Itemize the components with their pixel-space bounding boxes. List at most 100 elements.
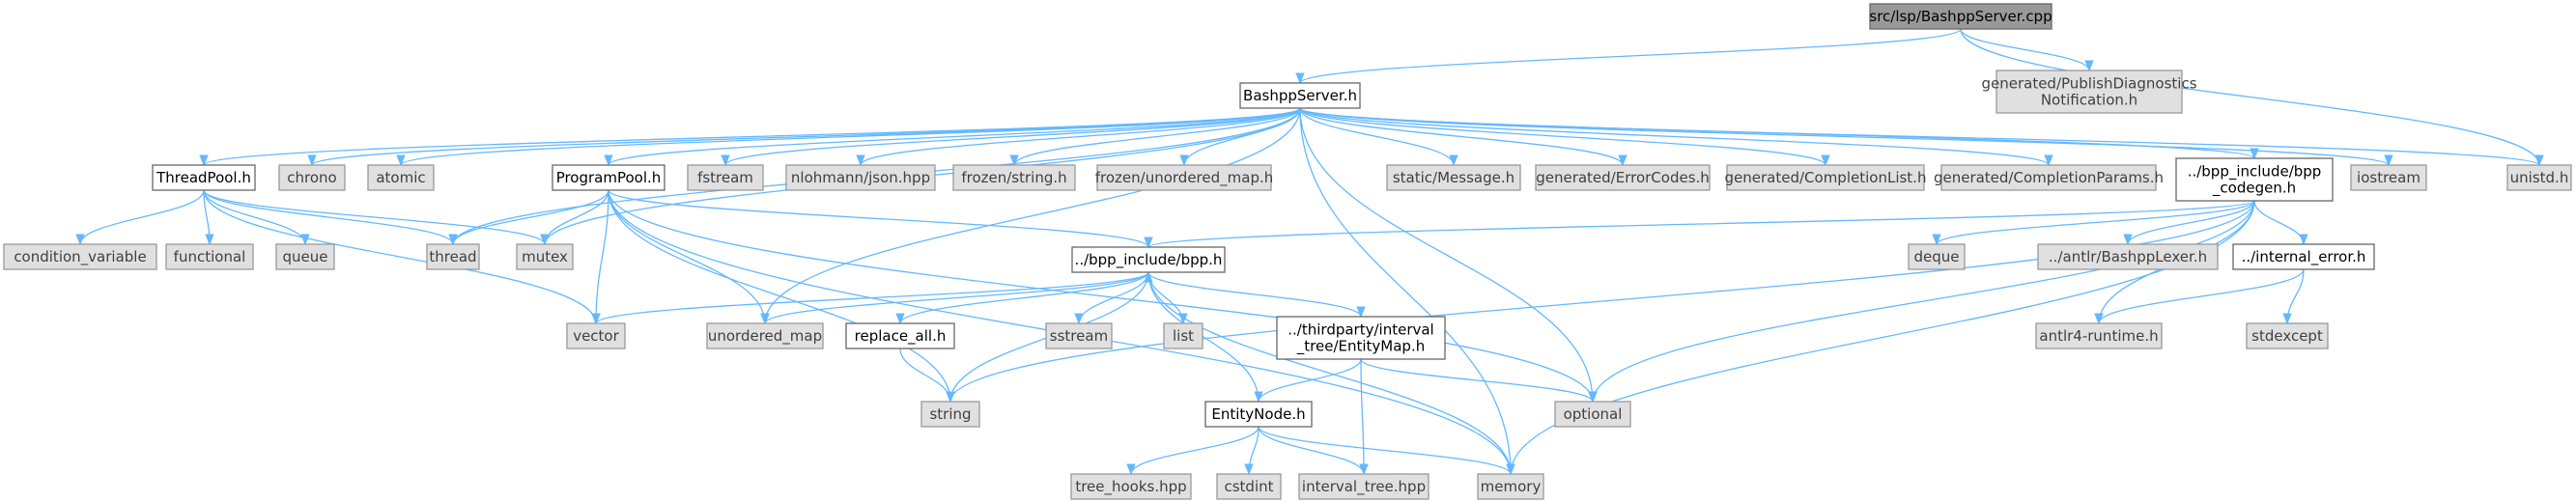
node-box-queue [275,243,335,270]
node-chrono: chrono [278,164,346,191]
edge-entitymap-to-interval_tree [1359,358,1369,476]
node-iostream: iostream [2350,164,2427,191]
node-label-interval_tree: interval_tree.hpp [1302,478,1426,496]
node-label-mutex: mutex [522,248,568,265]
node-entitymap[interactable]: ../thirdparty/interval_tree/EntityMap.h [1276,316,1446,360]
edge-internal_error-to-antlr4 [2094,268,2305,325]
node-internal_error[interactable]: ../internal_error.h [2232,243,2375,270]
edge-server_h-to-frozen_string [1009,107,1301,167]
node-label-vector: vector [573,327,619,345]
node-complist: generated/CompletionList.h [1725,164,1926,191]
node-codegen[interactable]: ../bpp_include/bpp_codegen.h [2175,157,2334,202]
node-box-unistd [2506,164,2572,191]
edge-entitynode-to-tree_hooks [1126,426,1260,476]
dependency-edges [75,28,2544,476]
node-label-atomic: atomic [376,169,425,186]
node-box-fstream [687,164,764,191]
node-functional: functional [165,243,254,270]
node-threadpool[interactable]: ThreadPool.h [152,164,256,191]
edge-programpool-to-mutex [540,189,609,246]
node-label-sstream: sstream [1050,327,1108,345]
edge-bpp_h-to-list [1147,271,1188,325]
edge-codegen-to-bpp_h [1144,200,2255,249]
edge-bpp_h-to-memory [1147,271,1515,476]
node-replace_all[interactable]: replace_all.h [845,322,955,349]
edge-threadpool-to-condvar [75,189,205,246]
edge-bpp_h-to-replace_all [895,271,1149,325]
edge-entitynode-to-bpp_h [1144,270,1260,403]
edge-threadpool-to-functional [203,189,214,246]
edge-codegen-to-string [946,200,2255,404]
node-box-chrono [278,164,346,191]
node-label-iostream: iostream [2357,169,2420,186]
node-deque: deque [1908,243,1966,270]
node-label-unistd: unistd.h [2510,169,2569,186]
node-label-cstdint: cstdint [1224,478,1273,495]
node-label-optional: optional [1564,405,1623,423]
node-box-antlr4 [2035,322,2163,349]
edge-internal_error-to-stdexcept [2282,268,2305,325]
node-fstream: fstream [687,164,764,191]
node-label-list: list [1173,327,1194,345]
node-box-json [785,164,936,191]
node-box-entitynode [1204,401,1313,428]
edge-programpool-to-umap [608,189,770,325]
node-label-entitymap: _tree/EntityMap.h [1296,338,1425,356]
node-label-compparams: generated/CompletionParams.h [1934,169,2164,186]
edge-root-to-unistd [1960,28,2544,167]
edge-entitynode-to-memory [1258,426,1515,476]
edge-programpool-to-vector [591,189,609,325]
edge-threadpool-to-thread [203,189,458,246]
node-box-iostream [2350,164,2427,191]
node-box-stdexcept [2246,322,2329,349]
node-box-bpp_h [1071,246,1226,273]
node-sstream: sstream [1045,322,1113,349]
node-box-entitymap [1276,316,1446,360]
node-box-memory [1477,473,1544,500]
node-lexer: ../antlr/BashppLexer.h [2037,243,2219,270]
node-server_h[interactable]: BashppServer.h [1239,82,1361,109]
node-box-internal_error [2232,243,2375,270]
node-root: src/lsp/BashppServer.cpp [1869,3,2052,30]
node-queue: queue [275,243,335,270]
node-label-json: nlohmann/json.hpp [791,169,930,186]
node-box-replace_all [845,322,955,349]
node-box-compparams [1940,164,2157,191]
node-box-sstream [1045,322,1113,349]
node-box-root [1869,3,2052,30]
node-bpp_h[interactable]: ../bpp_include/bpp.h [1071,246,1226,273]
node-box-server_h [1239,82,1361,109]
node-label-codegen: _codegen.h [2212,180,2296,198]
node-entitynode[interactable]: EntityNode.h [1204,401,1313,428]
edge-programpool-to-bpp_h [608,189,1153,249]
node-mutex: mutex [516,243,574,270]
edge-bpp_h-to-entitymap [1147,271,1366,319]
node-programpool[interactable]: ProgramPool.h [552,164,665,191]
node-label-static_msg: static/Message.h [1393,169,1514,186]
node-static_msg: static/Message.h [1386,164,1521,191]
node-label-thread: thread [429,248,476,265]
edge-root-to-server_h [1295,28,1962,85]
node-box-frozen_string [952,164,1076,191]
edge-threadpool-to-vector [203,189,601,325]
node-label-queue: queue [283,248,328,265]
edge-bpp_h-to-vector [591,271,1149,325]
edge-server_h-to-static_msg [1299,107,1458,167]
node-vector: vector [566,322,626,349]
edge-server_h-to-umap [760,107,1301,325]
node-umap: unordered_map [706,322,824,349]
node-label-root: src/lsp/BashppServer.cpp [1869,8,2052,25]
node-box-functional [165,243,254,270]
node-box-atomic [367,164,435,191]
edge-codegen-to-optional [1588,200,2255,404]
edge-root-to-pubdiag [1960,28,2094,72]
node-label-frozen_string: frozen/string.h [961,169,1066,186]
node-box-cstdint [1216,473,1282,500]
edge-entitymap-to-optional [1360,358,1598,404]
node-box-deque [1908,243,1966,270]
edge-server_h-to-fstream [721,107,1301,167]
edge-server_h-to-unistd [1299,107,2544,167]
edge-server_h-to-optional [1299,107,1598,404]
edge-programpool-to-optional [608,189,1598,404]
edge-programpool-to-string [608,189,955,404]
